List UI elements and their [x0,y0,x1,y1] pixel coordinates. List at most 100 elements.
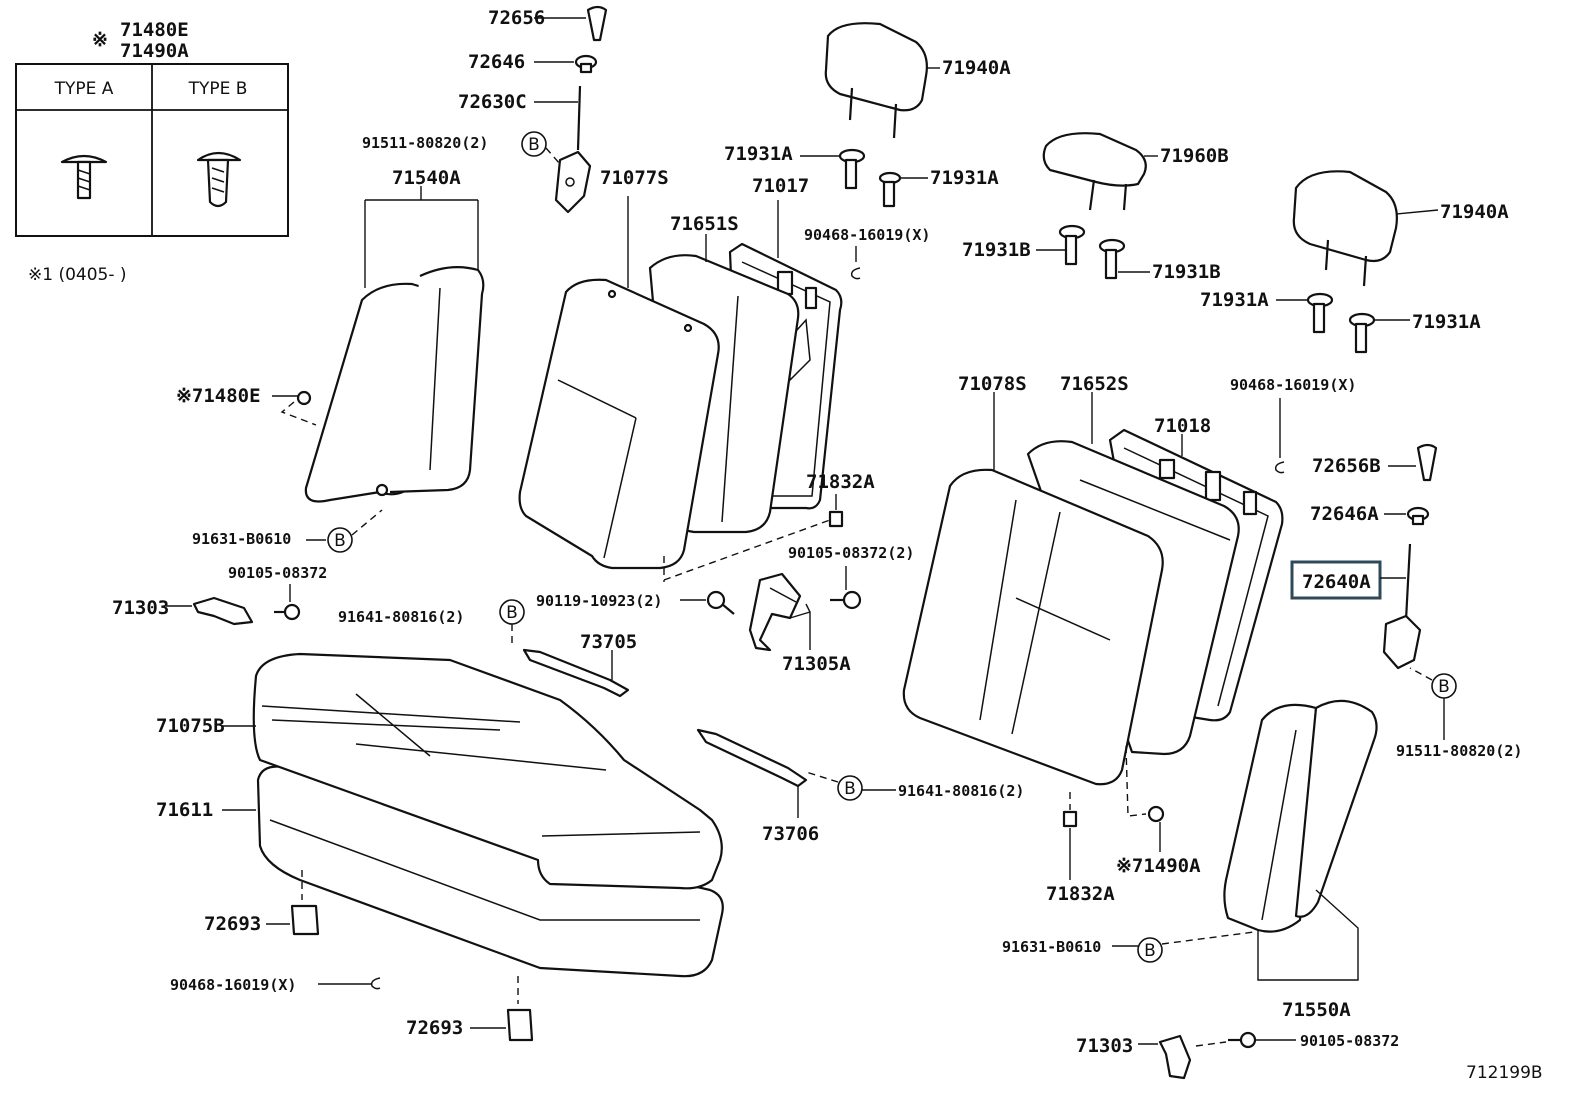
label-72640A: 72640A [1302,571,1371,593]
bolt-90105-right [1228,1031,1257,1049]
label-91511-right: 91511-80820(2) [1396,742,1522,760]
label-71931A-3: 71931A [1200,289,1269,311]
label-72693-2: 72693 [406,1017,463,1039]
seat-back-cover-right [902,468,1164,786]
wire-73706 [696,728,808,788]
legend-part-1: 71480E [120,19,189,41]
label-90468-top: 90468-16019(X) [804,226,930,244]
bezel-72646 [574,54,598,74]
svg-text:B: B [1438,677,1450,697]
guide-71931A-3 [1306,292,1334,334]
label-71931B-1: 71931B [962,239,1031,261]
label-71490A: ※71490A [1116,855,1201,877]
highlight-72640A [1290,560,1382,600]
type-legend: ※ 71480E 71490A TYPE A TYPE B ※1 (0405- … [15,19,289,285]
lock-assy-72640A [1382,543,1422,670]
label-72656: 72656 [488,7,545,29]
label-90468-bottom: 90468-16019(X) [170,976,296,994]
seat-cushion-cover [252,652,723,890]
label-71931B-2: 71931B [1152,261,1221,283]
nut-71832A-1 [828,510,844,528]
armrest-pad-left [304,265,485,503]
guide-71931A-1 [838,148,866,190]
guide-71931A-2 [878,171,902,208]
label-72630C: 72630C [458,91,527,113]
svg-text:B: B [1144,941,1156,961]
guide-71931B-2 [1098,238,1126,280]
label-91511-left: 91511-80820(2) [362,134,488,152]
guide-71931B-1 [1058,224,1086,266]
nut-71832A-2 [1062,810,1078,828]
bracket-71303-left [192,596,254,626]
label-71018: 71018 [1154,415,1211,437]
headrest-top [824,22,928,139]
figure-id: 712199B [1466,1063,1543,1083]
label-91631-right: 91631-B0610 [1002,938,1101,956]
label-90105-left: 90105-08372 [228,564,327,582]
svg-text:B: B [506,603,518,623]
bubble-b-6 [1137,937,1163,963]
label-91641-2: 91641-80816(2) [898,782,1024,800]
label-71931A-1: 71931A [724,143,793,165]
legend-col-a: TYPE A [54,79,114,99]
bezel-72646A [1406,506,1430,526]
label-71651S: 71651S [670,213,739,235]
label-73705: 73705 [580,631,637,653]
bracket-71303-right [1158,1034,1192,1080]
guide-71931A-4 [1348,312,1376,354]
headrest-center [1042,132,1147,211]
armrest-pad-right [1223,699,1378,933]
label-91641-1: 91641-80816(2) [338,608,464,626]
label-71480E: ※71480E [176,385,261,407]
label-71017: 71017 [752,175,809,197]
bolt-90119 [706,590,735,615]
label-71078S: 71078S [958,373,1027,395]
label-71540A: 71540A [392,167,461,189]
label-71075B: 71075B [156,715,225,737]
label-73706: 73706 [762,823,819,845]
label-71940A-right: 71940A [1440,201,1509,223]
lock-knob-72656B [1416,443,1438,482]
wire-73705 [522,648,630,698]
label-90468-right: 90468-16019(X) [1230,376,1356,394]
label-71832A-2: 71832A [1046,883,1115,905]
label-72646: 72646 [468,51,525,73]
legend-part-2: 71490A [120,40,189,62]
bolt-90105-center [830,590,862,610]
seat-back-cover-left [518,278,720,570]
clip-type-a-icon [60,154,108,200]
lock-assy-72630C [554,85,592,214]
label-91631-left: 91631-B0610 [192,530,291,548]
label-71077S: 71077S [600,167,669,189]
legend-col-b: TYPE B [188,79,248,99]
label-71931A-4: 71931A [1412,311,1481,333]
label-72646A: 72646A [1310,503,1379,525]
label-71305A: 71305A [782,653,851,675]
clip-71490A [1147,805,1165,823]
stopper-72693-2 [506,1008,534,1042]
note-mark: ※ [92,29,108,51]
label-90105-right: 90105-08372 [1300,1032,1399,1050]
bolt-90105-left [274,603,301,621]
label-71303-right: 71303 [1076,1035,1133,1057]
label-71940A-top: 71940A [942,57,1011,79]
hinge-71305A [748,572,802,652]
label-90119: 90119-10923(2) [536,592,662,610]
footnote: ※1 (0405- ) [28,265,127,285]
bubble-b-5 [837,775,863,801]
label-71611: 71611 [156,799,213,821]
label-71303-left: 71303 [112,597,169,619]
svg-text:B: B [334,531,346,551]
label-72656B: 72656B [1312,455,1381,477]
stopper-72693-1 [290,904,320,936]
svg-text:B: B [844,779,856,799]
svg-text:B: B [528,135,540,155]
label-71960B: 71960B [1160,145,1229,167]
clip-type-b-icon [196,151,242,208]
bubble-b-2 [521,131,547,157]
label-71550A: 71550A [1282,999,1351,1021]
label-90105-center: 90105-08372(2) [788,544,914,562]
label-71931A-2: 71931A [930,167,999,189]
